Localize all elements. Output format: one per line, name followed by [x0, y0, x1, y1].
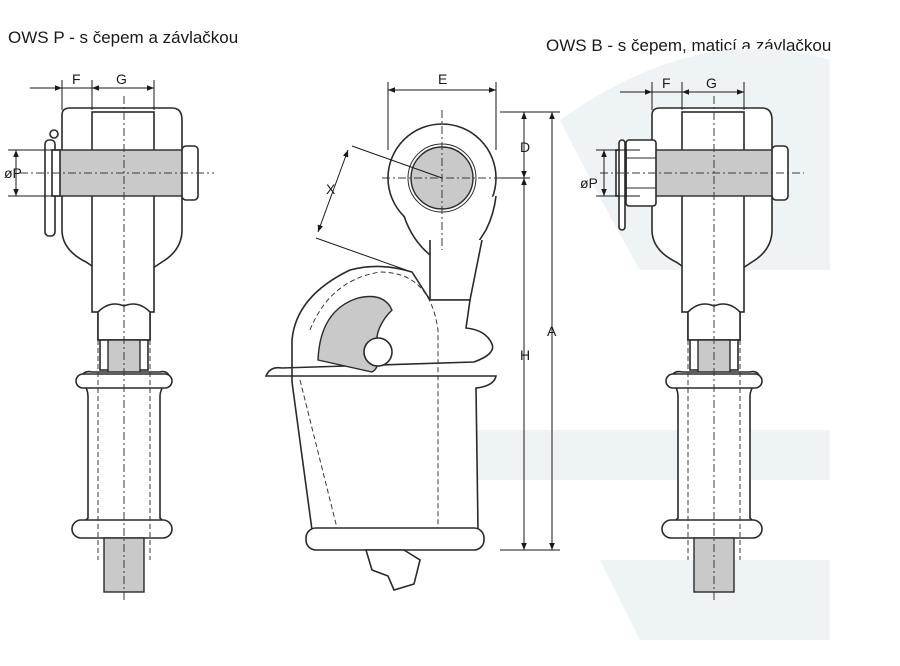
sleeve	[79, 370, 171, 535]
clevis-slot	[91, 111, 155, 313]
caption-ows-p: OWS P - s čepem a závlačkou	[8, 28, 239, 47]
label-p-right: øP	[580, 175, 598, 191]
view-ows-b	[596, 82, 804, 600]
label-d: D	[520, 139, 530, 155]
label-a: A	[547, 323, 557, 339]
rod-end-side	[364, 549, 421, 591]
view-ows-p	[8, 80, 214, 600]
label-h: H	[520, 347, 530, 363]
view-side	[264, 82, 560, 591]
label-p-left: øP	[4, 165, 22, 181]
label-x: X	[326, 181, 336, 197]
label-e: E	[438, 71, 447, 87]
cotter-pin-right	[618, 139, 626, 231]
label-g-left: G	[116, 71, 127, 87]
label-g-right: G	[706, 75, 717, 91]
label-f-right: F	[662, 75, 671, 91]
label-f-left: F	[72, 71, 81, 87]
